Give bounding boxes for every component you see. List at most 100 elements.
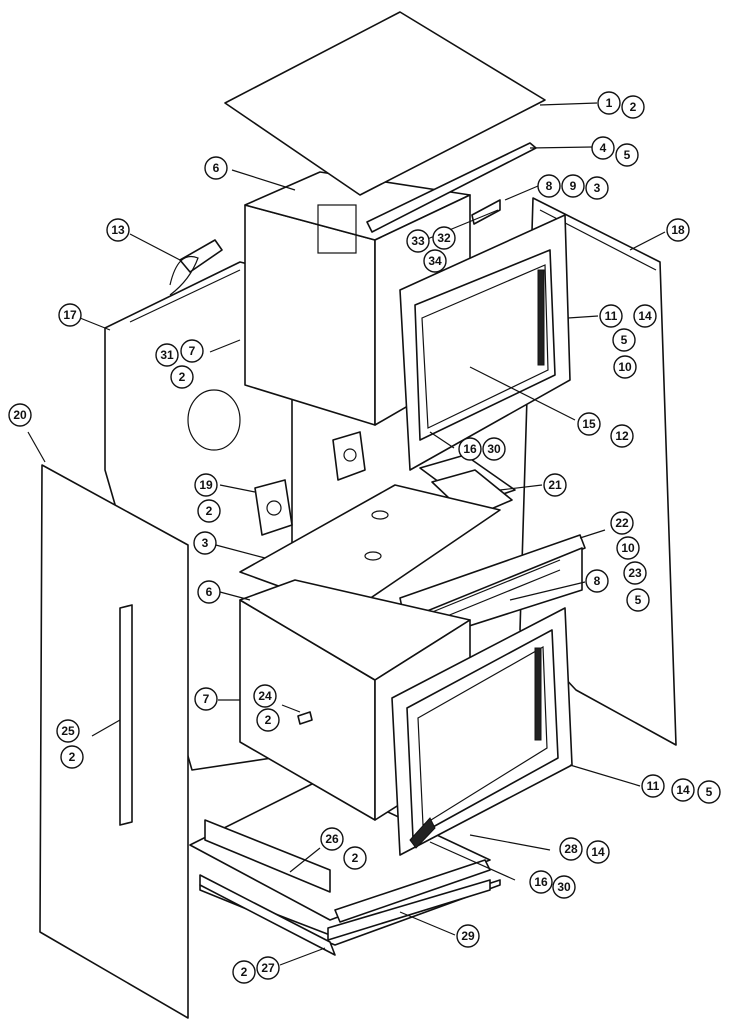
leader-lines (27, 102, 666, 966)
callout-5-label: 5 (624, 148, 631, 162)
callout-16-label: 16 (463, 442, 477, 456)
callout-13: 13 (106, 218, 130, 242)
callout-10-b: 10 (616, 536, 640, 560)
callout-7-label: 7 (189, 344, 196, 358)
callout-27: 27 (256, 956, 280, 980)
callout-18: 18 (666, 218, 690, 242)
callout-29-label: 29 (461, 929, 475, 943)
bottom-base-assembly (189, 779, 501, 956)
callout-16-b-label: 16 (534, 875, 548, 889)
lower-door-frame (391, 607, 573, 856)
callout-34: 34 (423, 249, 447, 273)
callout-28: 28 (559, 837, 583, 861)
callout-25-label: 25 (61, 724, 75, 738)
callout-7: 7 (180, 339, 204, 363)
callout-33-label: 33 (411, 234, 425, 248)
callout-24-label: 24 (258, 689, 272, 703)
callout-28-label: 28 (564, 842, 578, 856)
callout-30: 30 (482, 437, 506, 461)
callout-10-label: 10 (618, 360, 632, 374)
top-panel (224, 11, 546, 196)
callout-4-label: 4 (600, 141, 607, 155)
callout-2: 2 (621, 95, 645, 119)
callout-2-f: 2 (343, 846, 367, 870)
callout-1: 1 (597, 91, 621, 115)
callout-12-label: 12 (615, 429, 629, 443)
callout-3-b-label: 3 (202, 536, 209, 550)
callout-24: 24 (253, 684, 277, 708)
callout-2-d-label: 2 (265, 713, 272, 727)
callout-17-label: 17 (63, 308, 77, 322)
callout-5-b: 5 (612, 328, 636, 352)
callout-14-c-label: 14 (591, 845, 605, 859)
callout-30-label: 30 (487, 442, 501, 456)
callout-13-label: 13 (111, 223, 125, 237)
callout-2-f-label: 2 (352, 851, 359, 865)
callout-30-b: 30 (552, 875, 576, 899)
callout-9-label: 9 (570, 179, 577, 193)
callout-12: 12 (610, 424, 634, 448)
callout-9: 9 (561, 174, 585, 198)
callout-33: 33 (406, 229, 430, 253)
wiring-harness (169, 239, 223, 296)
callout-14-label: 14 (638, 309, 652, 323)
callout-11-b-label: 11 (647, 779, 660, 793)
callout-7-b-label: 7 (203, 692, 210, 706)
bracket-small-upper (332, 431, 366, 481)
callout-26-label: 26 (325, 832, 339, 846)
callout-18-label: 18 (671, 223, 685, 237)
callout-5-b-label: 5 (621, 333, 628, 347)
callout-4: 4 (591, 136, 615, 160)
callout-2-c: 2 (197, 499, 221, 523)
callout-26: 26 (320, 827, 344, 851)
callout-19: 19 (194, 473, 218, 497)
callout-23: 23 (623, 561, 647, 585)
left-front-panel (39, 464, 189, 1019)
callout-2-e-label: 2 (69, 750, 76, 764)
callout-10: 10 (613, 355, 637, 379)
callout-2-g: 2 (232, 960, 256, 984)
callout-6-b: 6 (197, 580, 221, 604)
callout-2-b: 2 (170, 365, 194, 389)
upper-door-frame (399, 214, 571, 471)
callout-32-label: 32 (437, 231, 451, 245)
callout-32: 32 (432, 226, 456, 250)
callout-11-b: 11 (641, 774, 665, 798)
callout-20-label: 20 (13, 408, 27, 422)
callout-22-label: 22 (615, 516, 629, 530)
callout-2-c-label: 2 (206, 504, 213, 518)
callout-5-c-label: 5 (635, 593, 642, 607)
callout-3: 3 (585, 176, 609, 200)
callout-2-g-label: 2 (241, 965, 248, 979)
callout-6-label: 6 (213, 161, 220, 175)
callout-5-d: 5 (697, 780, 721, 804)
panel-opening (187, 389, 241, 451)
callout-8-b-label: 8 (594, 574, 601, 588)
callout-11: 11 (599, 304, 623, 328)
callout-21: 21 (543, 473, 567, 497)
callout-3-label: 3 (594, 181, 601, 195)
callout-23-label: 23 (628, 566, 642, 580)
callout-14: 14 (633, 304, 657, 328)
callout-2-e: 2 (60, 745, 84, 769)
callout-31-label: 31 (160, 348, 174, 362)
callout-15-label: 15 (582, 417, 596, 431)
callout-2-label: 2 (630, 100, 637, 114)
callout-1-label: 1 (606, 96, 613, 110)
callout-10-b-label: 10 (621, 541, 635, 555)
callout-22: 22 (610, 511, 634, 535)
callout-27-label: 27 (261, 961, 275, 975)
callout-8-label: 8 (546, 179, 553, 193)
bracket-19 (254, 479, 293, 536)
callout-14-b: 14 (671, 778, 695, 802)
callout-6-b-label: 6 (206, 585, 213, 599)
callout-29: 29 (456, 924, 480, 948)
callout-8-b: 8 (585, 569, 609, 593)
small-bracket (471, 199, 501, 225)
callout-11-label: 11 (605, 309, 618, 323)
callout-14-c: 14 (586, 840, 610, 864)
callout-30-b-label: 30 (557, 880, 571, 894)
callout-15: 15 (577, 412, 601, 436)
callout-31: 31 (155, 343, 179, 367)
